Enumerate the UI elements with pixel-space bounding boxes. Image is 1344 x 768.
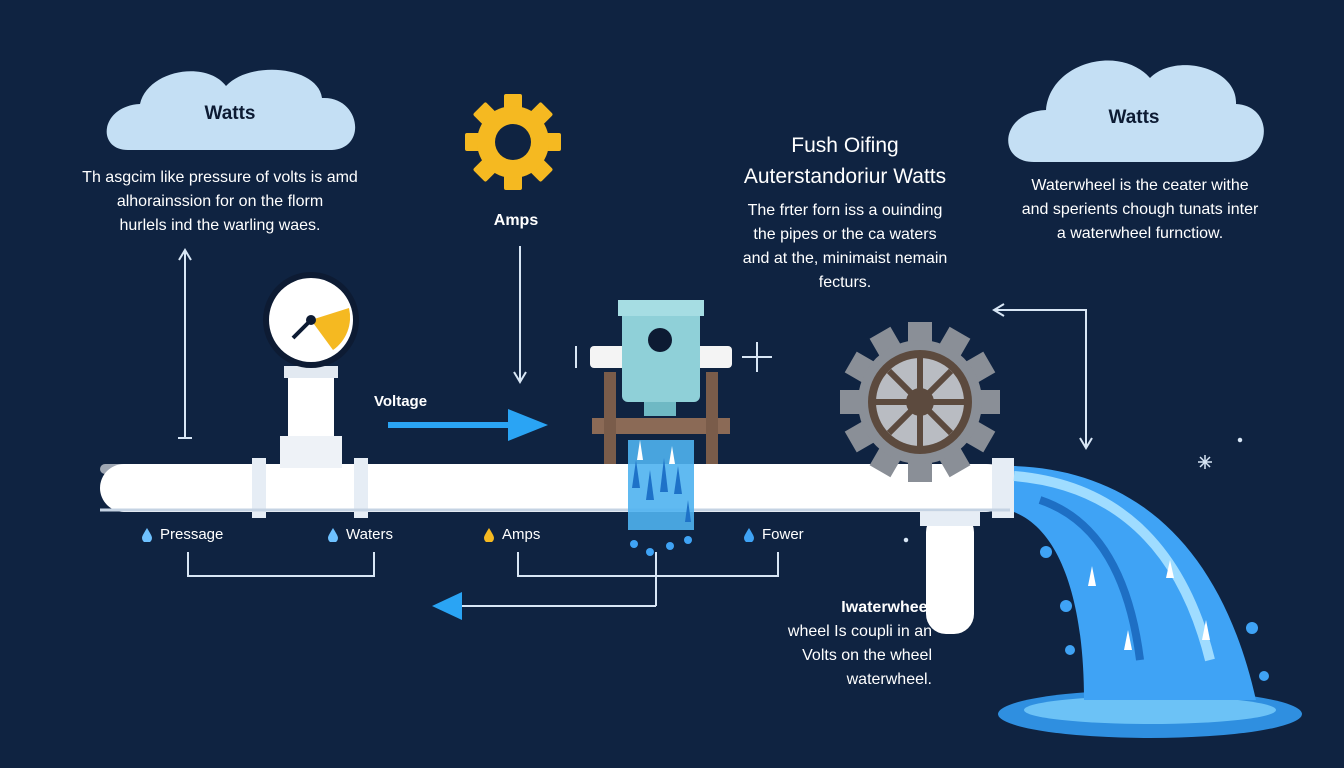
- left-text-line: Th asgcim like pressure of volts is amd: [82, 169, 358, 186]
- left-cloud-title: Watts: [204, 103, 256, 124]
- water-drop-icon: [142, 527, 152, 542]
- heading-line: Fush Oifing: [791, 134, 899, 157]
- waterwheel-icon: [840, 322, 1000, 482]
- pipe-label-text: Pressage: [160, 526, 224, 543]
- center-heading: Fush Oifing Auterstandoriur Watts: [700, 130, 990, 192]
- left-cloud-description: Th asgcim like pressure of volts is amd …: [40, 166, 400, 238]
- gear-icon: [465, 94, 561, 190]
- pipe-label-text: Fower: [762, 526, 804, 543]
- note-title: Iwaterwheel: [841, 599, 932, 616]
- center-down-arrow: [513, 246, 527, 384]
- fower-label: Fower: [744, 526, 804, 543]
- center-text-line: the pipes or the ca waters: [753, 226, 937, 243]
- center-text-line: The frter forn iss a ouinding: [747, 202, 943, 219]
- water-stream: [998, 466, 1302, 738]
- gauge-stem: [280, 366, 342, 468]
- right-cloud-title: Watts: [1108, 107, 1160, 128]
- bottom-connector: [187, 552, 779, 607]
- center-text-line: fecturs.: [818, 274, 872, 291]
- left-cloud: [106, 69, 356, 150]
- pipe-label-text: Waters: [346, 526, 393, 543]
- heading-line: Auterstandoriur Watts: [743, 165, 947, 188]
- left-text-line: alhorainssion for on the florm: [116, 193, 324, 210]
- gear-amps-label: Amps: [493, 212, 539, 229]
- waters-label: Waters: [328, 526, 393, 543]
- pipe-label-text: Amps: [502, 526, 541, 543]
- voltage-arrow: [388, 409, 548, 441]
- note-line: waterwheel.: [846, 671, 932, 688]
- return-arrow: [432, 592, 462, 620]
- drain-pipe: [920, 512, 980, 634]
- water-drop-icon: [744, 527, 754, 542]
- waterwheel-note: Iwaterwheel wheel Is coupli in an Volts …: [736, 596, 932, 692]
- water-drop-icon: [328, 527, 338, 542]
- left-text-line: hurlels ind the warling waes.: [119, 217, 321, 234]
- left-up-arrow: [178, 248, 192, 439]
- note-line: Volts on the wheel: [802, 647, 932, 664]
- right-text-line: a waterwheel furnctiow.: [1056, 225, 1224, 242]
- amps-label: Amps: [484, 526, 540, 543]
- right-text-line: and sperients chough tunats inter: [1021, 201, 1259, 218]
- pressure-gauge-icon: [263, 272, 359, 368]
- right-text-line: Waterwheel is the ceater withe: [1031, 177, 1249, 194]
- center-description: The frter forn iss a ouinding the pipes …: [700, 199, 990, 295]
- pressage-label: Pressage: [142, 526, 223, 543]
- voltage-label: Voltage: [374, 393, 428, 410]
- turbine-pump-icon: [575, 300, 772, 464]
- right-cloud: [1008, 60, 1264, 162]
- right-cloud-description: Waterwheel is the ceater withe and speri…: [980, 174, 1300, 246]
- water-drop-icon: [484, 527, 494, 542]
- waterfall-drops: [628, 440, 694, 556]
- right-bracket-arrow: [992, 303, 1093, 450]
- note-line: wheel Is coupli in an: [787, 623, 932, 640]
- center-text-line: and at the, minimaist nemain: [742, 250, 948, 267]
- sparkles: [903, 437, 1243, 543]
